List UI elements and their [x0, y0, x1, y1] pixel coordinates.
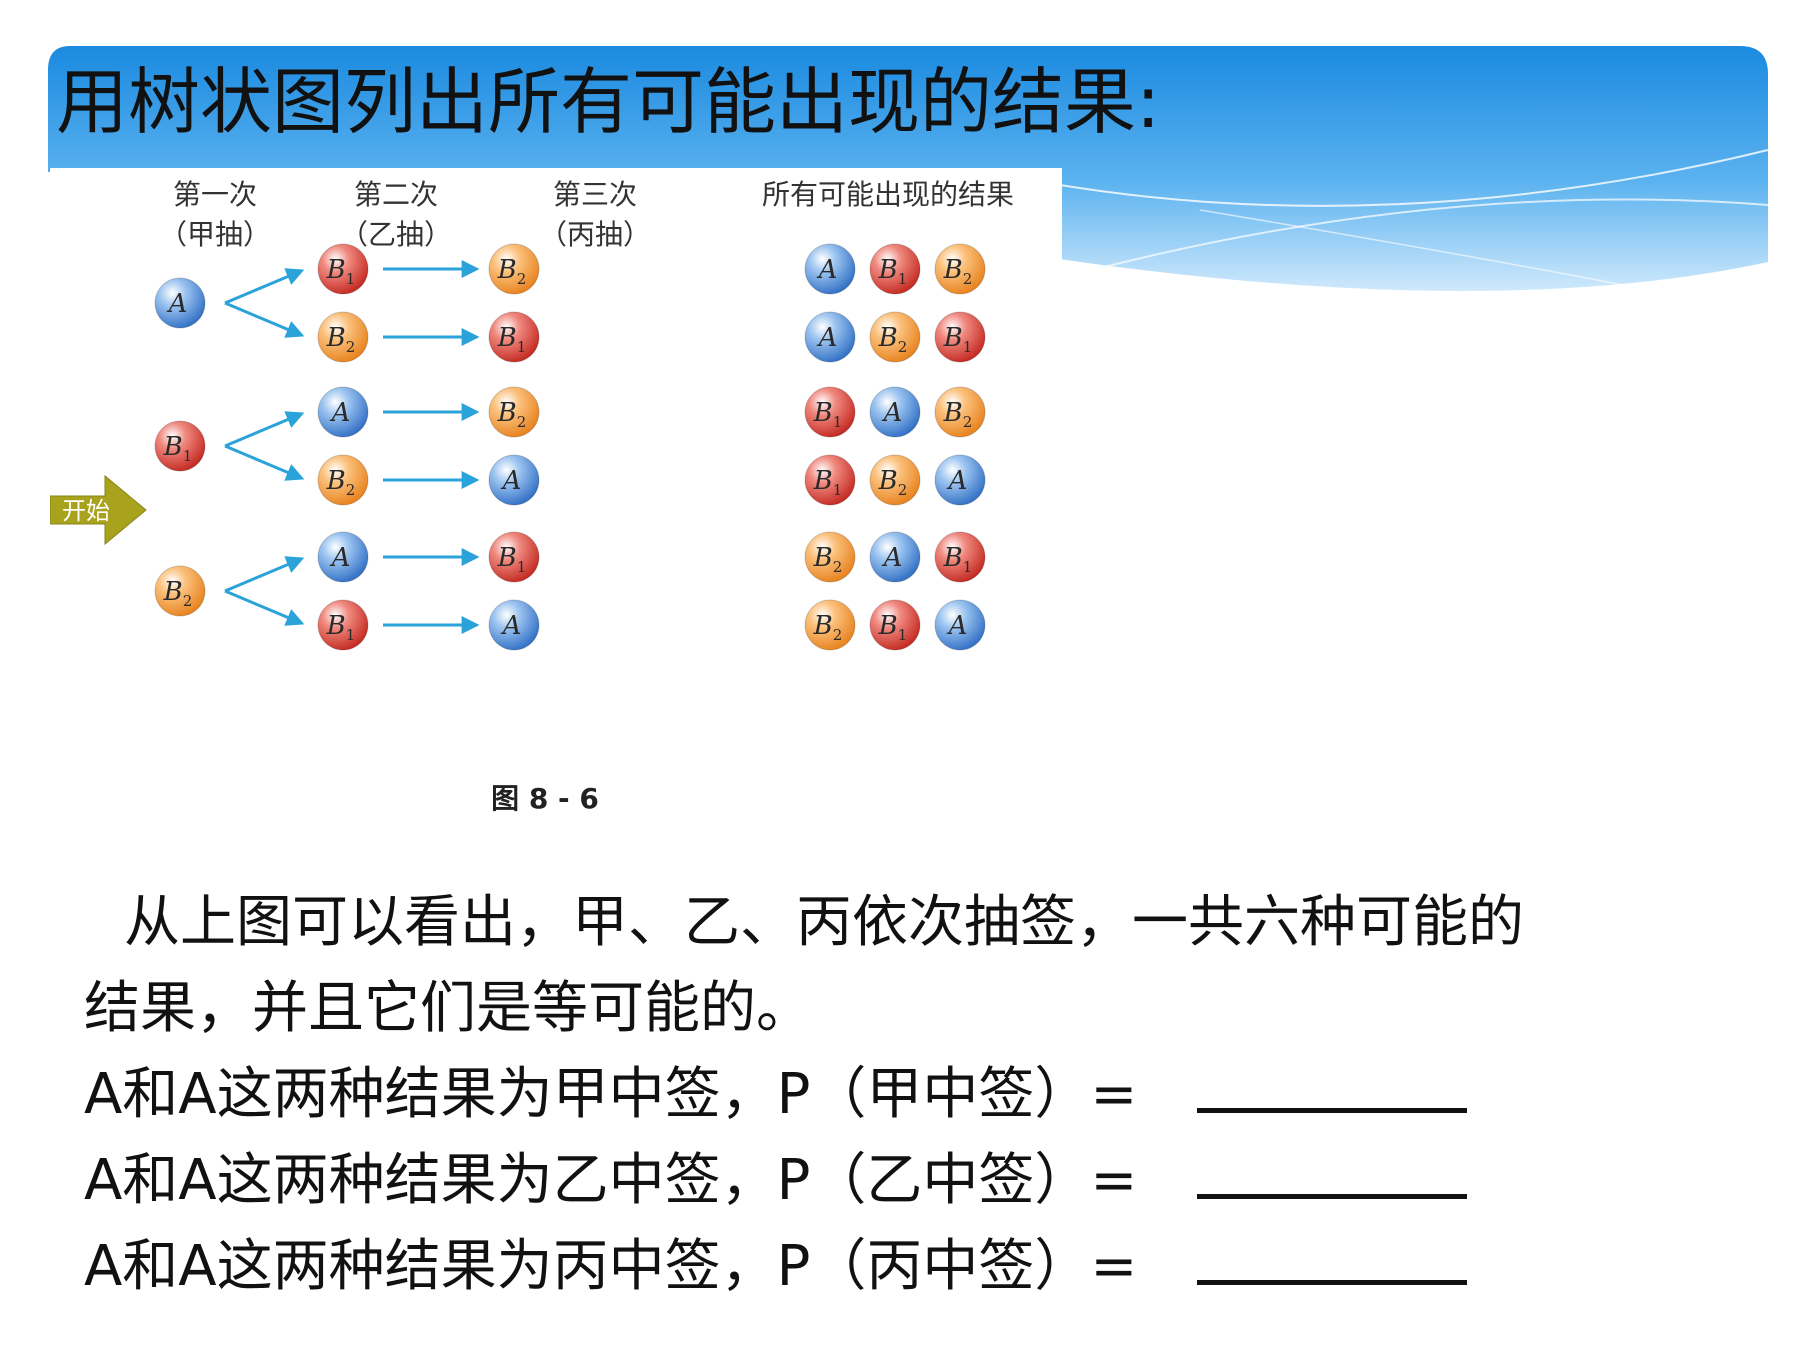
column-header-2-sub: （乙抽） — [340, 218, 452, 251]
ball-label: B1 — [878, 611, 908, 644]
ball-label: B1 — [943, 323, 973, 356]
ball-b1: B1 — [317, 243, 369, 295]
ball-label: B1 — [326, 255, 356, 288]
ball-label: B2 — [878, 466, 908, 499]
tree-diagram: 第一次 （甲抽） 第二次 （乙抽） 第三次 （丙抽） 所有可能出现的结果 开始 … — [50, 178, 1014, 815]
ball-a: A — [488, 454, 540, 506]
ball-b1: B1 — [154, 420, 206, 472]
question-line-jia: A和A这两种结果为甲中签，P（甲中签）= — [84, 1052, 1764, 1138]
branch-arrow-down — [224, 301, 305, 338]
ball-b1: B1 — [869, 599, 921, 651]
ball-a: A — [934, 454, 986, 506]
ball-b1: B1 — [934, 531, 986, 583]
ball-label: B1 — [878, 255, 908, 288]
answer-blank[interactable] — [1197, 1068, 1468, 1113]
branch-arrow-down — [224, 444, 305, 481]
ball-b1: B1 — [869, 243, 921, 295]
ball-a: A — [869, 531, 921, 583]
column-header-3: 第三次 — [553, 178, 637, 211]
ball-label: B2 — [497, 398, 527, 431]
answer-blank[interactable] — [1197, 1240, 1468, 1285]
paragraph-line-2: 结果，并且它们是等可能的。 — [84, 976, 812, 1041]
slide-title: 用树状图列出所有可能出现的结果: — [56, 60, 1161, 144]
ball-label: A — [882, 543, 903, 573]
ball-label: B2 — [163, 577, 193, 610]
question-line-bing: A和A这两种结果为丙中签，P（丙中签）= — [84, 1224, 1764, 1310]
column-header-2: 第二次 — [354, 178, 438, 211]
ball-b1: B1 — [804, 386, 856, 438]
ball-b2: B2 — [934, 243, 986, 295]
ball-label: A — [330, 398, 351, 428]
branch-arrow-up — [224, 556, 305, 593]
ball-b1: B1 — [934, 311, 986, 363]
branch-arrow-up — [224, 411, 305, 448]
ball-label: A — [501, 611, 522, 641]
ball-b2: B2 — [869, 311, 921, 363]
ball-label: A — [947, 466, 968, 496]
ball-b2: B2 — [869, 454, 921, 506]
ball-a: A — [804, 243, 856, 295]
ball-label: B2 — [813, 543, 843, 576]
ball-label: B2 — [943, 398, 973, 431]
question-line-yi: A和A这两种结果为乙中签，P（乙中签）= — [84, 1138, 1764, 1224]
ball-label: B2 — [813, 611, 843, 644]
ball-b2: B2 — [488, 386, 540, 438]
question-label: A和A这两种结果为丙中签，P（丙中签）= — [84, 1234, 1138, 1299]
ball-label: B1 — [326, 611, 356, 644]
ball-label: B1 — [813, 466, 843, 499]
ball-b2: B2 — [804, 599, 856, 651]
ball-b2: B2 — [488, 243, 540, 295]
ball-a: A — [317, 531, 369, 583]
paragraph-line-1: 从上图可以看出，甲、乙、丙依次抽签，一共六种可能的 — [124, 890, 1524, 955]
question-label: A和A这两种结果为乙中签，P（乙中签）= — [84, 1148, 1138, 1213]
ball-label: A — [817, 323, 838, 353]
start-arrow: 开始 — [50, 474, 147, 546]
ball-label: B1 — [163, 432, 193, 465]
ball-label: A — [947, 611, 968, 641]
ball-label: B2 — [878, 323, 908, 356]
ball-b2: B2 — [934, 386, 986, 438]
question-label: A和A这两种结果为甲中签，P（甲中签）= — [84, 1062, 1138, 1127]
ball-a: A — [934, 599, 986, 651]
ball-b2: B2 — [317, 454, 369, 506]
tree-diagram-panel: 第一次 （甲抽） 第二次 （乙抽） 第三次 （丙抽） 所有可能出现的结果 开始 … — [50, 168, 1062, 828]
ball-label: B1 — [943, 543, 973, 576]
ball-label: A — [882, 398, 903, 428]
ball-label: B2 — [326, 466, 356, 499]
ball-label: B2 — [943, 255, 973, 288]
column-header-3-sub: （丙抽） — [539, 218, 651, 251]
ball-label: A — [501, 466, 522, 496]
explanation-text: 从上图可以看出，甲、乙、丙依次抽签，一共六种可能的 结果，并且它们是等可能的。 … — [84, 880, 1764, 1310]
figure-caption: 图 8 - 6 — [491, 782, 599, 815]
column-header-4: 所有可能出现的结果 — [762, 178, 1014, 211]
ball-label: B1 — [813, 398, 843, 431]
ball-a: A — [804, 311, 856, 363]
column-header-1: 第一次 — [173, 178, 257, 211]
ball-a: A — [869, 386, 921, 438]
ball-label: B1 — [497, 543, 527, 576]
ball-b1: B1 — [488, 531, 540, 583]
branch-arrow-up — [224, 268, 305, 305]
answer-blank[interactable] — [1197, 1154, 1468, 1199]
ball-label: B1 — [497, 323, 527, 356]
ball-b1: B1 — [317, 599, 369, 651]
ball-label: A — [330, 543, 351, 573]
ball-b2: B2 — [154, 565, 206, 617]
ball-b1: B1 — [488, 311, 540, 363]
ball-label: B2 — [497, 255, 527, 288]
ball-label: A — [167, 289, 188, 319]
ball-b2: B2 — [317, 311, 369, 363]
ball-a: A — [317, 386, 369, 438]
ball-label: A — [817, 255, 838, 285]
ball-label: B2 — [326, 323, 356, 356]
ball-b2: B2 — [804, 531, 856, 583]
branch-arrow-down — [224, 589, 305, 626]
start-label: 开始 — [62, 497, 110, 525]
ball-a: A — [488, 599, 540, 651]
column-header-1-sub: （甲抽） — [159, 218, 271, 251]
ball-a: A — [154, 277, 206, 329]
ball-b1: B1 — [804, 454, 856, 506]
